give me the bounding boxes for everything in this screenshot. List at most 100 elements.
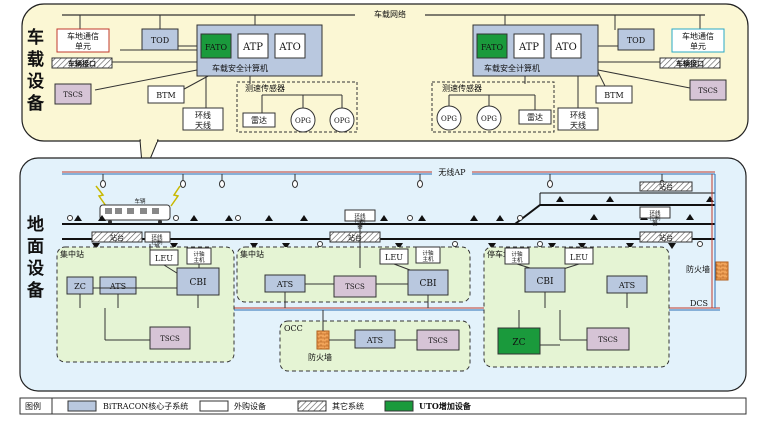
onboard-left-group: 车地通信单元 TOD FATO ATP ATO 车载安全计算机 车辆接口 TSC… <box>51 15 358 133</box>
vehicle-interface-left <box>51 57 113 69</box>
speed-sensor-left-label: 测速传感器 <box>245 83 285 93</box>
atp-right <box>513 33 545 59</box>
zc-1-label: ZC <box>74 282 86 291</box>
wireless-ap-label: 无线AP <box>438 167 466 177</box>
ground-section-title: 地面设备 <box>26 214 45 301</box>
tscs-right <box>689 79 727 101</box>
fato-right <box>476 33 508 59</box>
cbi-1 <box>176 267 220 296</box>
legend-swatch-core <box>67 400 97 412</box>
cbi-depot-label: CBI <box>536 277 554 287</box>
platform-1-label: 站台 <box>110 233 124 242</box>
fato-right-label: FATO <box>481 43 504 52</box>
tscs-left-label: TSCS <box>63 91 83 99</box>
leu-2-label: LEU <box>385 253 403 262</box>
radar-left-label: 雷达 <box>251 115 267 125</box>
loop-antenna-right-label: 环线天线 <box>570 110 586 130</box>
platform-controller-3-label: 环线控制器 <box>649 209 661 227</box>
cbi-1-label: CBI <box>189 278 207 288</box>
loop-antenna-left-label: 环线天线 <box>195 110 211 130</box>
legend-swatch-other <box>297 400 327 412</box>
platform-1 <box>91 231 143 243</box>
fato-left-label: FATO <box>205 43 228 52</box>
tod-right <box>617 28 655 51</box>
tscs-left <box>54 83 92 105</box>
cbi-2 <box>407 269 449 296</box>
balises <box>74 196 714 249</box>
atp-left <box>237 33 269 59</box>
leu-1-label: LEU <box>155 254 173 263</box>
radar-left <box>242 112 276 128</box>
leu-depot-label: LEU <box>570 253 588 262</box>
tscs-depot-label: TSCS <box>598 336 618 344</box>
cbi-2-label: CBI <box>419 279 437 289</box>
tscs-station-1-label: TSCS <box>160 335 180 343</box>
fato-left <box>200 33 232 59</box>
ground-section: 地面设备 无线AP 车辆 <box>19 157 747 392</box>
firewall-right <box>715 261 729 281</box>
tscs-station-1 <box>149 326 191 350</box>
opg-right-1-label: OPG <box>441 115 457 123</box>
loop-antenna-right <box>557 107 599 131</box>
btm-left <box>147 85 185 104</box>
occ: OCC 防火墙 ATS TSCS <box>279 310 471 372</box>
onboard-section-title-1: 车载设备 <box>26 27 45 114</box>
legend-swatch-uto <box>384 400 414 412</box>
speed-sensor-left <box>236 81 358 133</box>
vehicle-network-label: 车载网络 <box>374 9 406 19</box>
tscs-occ-label: TSCS <box>428 337 448 345</box>
opg-right-1 <box>436 105 462 131</box>
legend-title: 图例 <box>25 401 41 411</box>
opg-right-2-label: OPG <box>481 115 497 123</box>
comm-unit-left <box>56 28 110 53</box>
station-2: 集中站 LEU 计轴主机 ATS TSCS CBI <box>236 221 471 308</box>
firewall-occ-label: 防火墙 <box>308 352 332 362</box>
tod-right-label: TOD <box>627 36 645 45</box>
platform-4-label: 站台 <box>659 182 673 191</box>
ats-2-label: ATS <box>276 280 293 289</box>
legend-label-core: BiTRACON核心子系统 <box>103 401 188 411</box>
ato-right-label: ATO <box>554 42 577 53</box>
comm-unit-right-label: 车地通信单元 <box>682 31 714 51</box>
vehicle-interface-right-label: 车辆接口 <box>676 59 704 68</box>
opg-right-2 <box>476 105 502 131</box>
ato-left-label: ATO <box>278 42 301 53</box>
onboard-right-group: FATO ATP ATO 车载安全计算机 TOD 车地通信单元 车辆接口 TSC… <box>431 15 727 133</box>
speed-sensor-right <box>431 81 555 133</box>
legend-label-uto: UTO增加设备 <box>419 401 472 411</box>
tscs-station-2-label: TSCS <box>345 283 365 291</box>
station-1-title: 集中站 <box>60 249 84 259</box>
opg-left-2-label: OPG <box>334 117 350 125</box>
ato-right <box>550 33 582 59</box>
dcs-label: DCS <box>690 299 708 308</box>
opg-left-2 <box>329 107 355 133</box>
btm-right <box>595 85 633 104</box>
comm-unit-right <box>671 28 725 53</box>
legend-swatch-purchased <box>199 400 229 412</box>
onboard-background <box>21 3 749 142</box>
safety-computer-left-label: 车载安全计算机 <box>212 63 268 73</box>
onboard-section: 车载设备 车载网络 车地通信单元 TOD FATO ATP <box>21 3 749 177</box>
opg-left-1-label: OPG <box>295 117 311 125</box>
safety-computer-right-label: 车载安全计算机 <box>484 63 540 73</box>
ats-occ-label: ATS <box>366 336 383 345</box>
firewall-right-label: 防火墙 <box>686 264 710 274</box>
tscs-right-label: TSCS <box>698 87 718 95</box>
zc-depot-label: ZC <box>512 338 525 348</box>
platform-controller-3 <box>639 206 671 219</box>
depot: 停车场 计轴主机 LEU CBI ATS ZC TSCS <box>483 246 670 368</box>
vehicle-interface-right <box>659 57 721 69</box>
ats-1-label: ATS <box>109 282 126 291</box>
loop-antenna-left <box>182 107 224 131</box>
radio-link-symbol-1 <box>95 185 107 207</box>
opg-left-1 <box>290 107 316 133</box>
ats-occ <box>354 329 396 349</box>
btm-right-label: BTM <box>604 91 623 100</box>
atp-right-label: ATP <box>518 42 539 53</box>
platform-3-label: 站台 <box>659 233 673 242</box>
train-label: 车辆 <box>134 197 146 205</box>
legend: 图例 BiTRACON核心子系统 外购设备 其它系统 UTO增加设备 <box>19 397 747 415</box>
train-icon: 车辆 <box>99 197 171 224</box>
legend-label-other: 其它系统 <box>332 401 364 411</box>
